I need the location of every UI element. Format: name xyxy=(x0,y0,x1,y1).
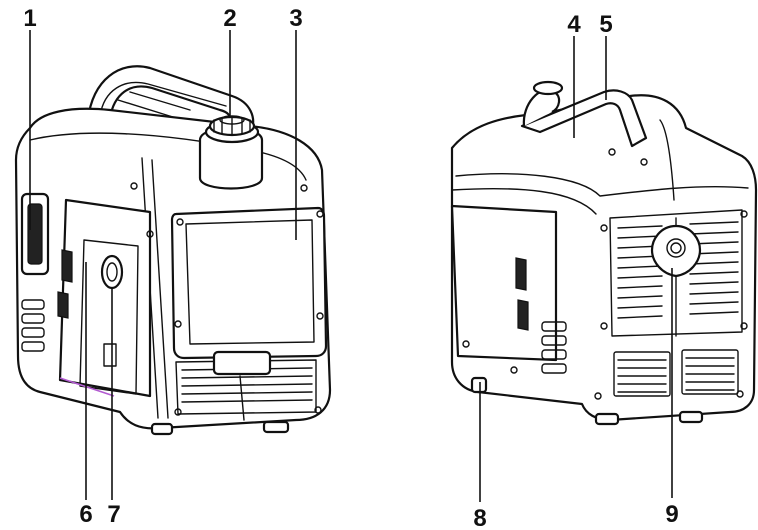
control-panel-left xyxy=(57,198,152,398)
callout-6: 6 xyxy=(79,501,92,528)
carry-handle-right xyxy=(520,80,648,148)
callout-5: 5 xyxy=(599,11,612,38)
callout-9: 9 xyxy=(665,501,678,528)
callout-3: 3 xyxy=(289,5,302,32)
lower-grilles-right xyxy=(613,349,739,397)
leader-lines xyxy=(29,30,673,502)
callout-4: 4 xyxy=(567,11,581,38)
generator-right-view xyxy=(450,80,758,426)
side-cover-panel xyxy=(170,206,328,360)
generator-left-view xyxy=(14,65,332,436)
side-panel-right xyxy=(450,204,567,374)
recoil-slot-left xyxy=(20,192,50,276)
callout-2: 2 xyxy=(223,5,236,32)
side-slots-left xyxy=(21,299,45,352)
callout-7: 7 xyxy=(107,501,120,528)
callout-numbers: 1 2 3 4 5 6 7 8 9 xyxy=(23,5,678,530)
fuel-cap-left xyxy=(198,115,264,190)
callout-8: 8 xyxy=(473,505,486,530)
exhaust-port xyxy=(650,224,702,278)
callout-1: 1 xyxy=(23,5,36,32)
